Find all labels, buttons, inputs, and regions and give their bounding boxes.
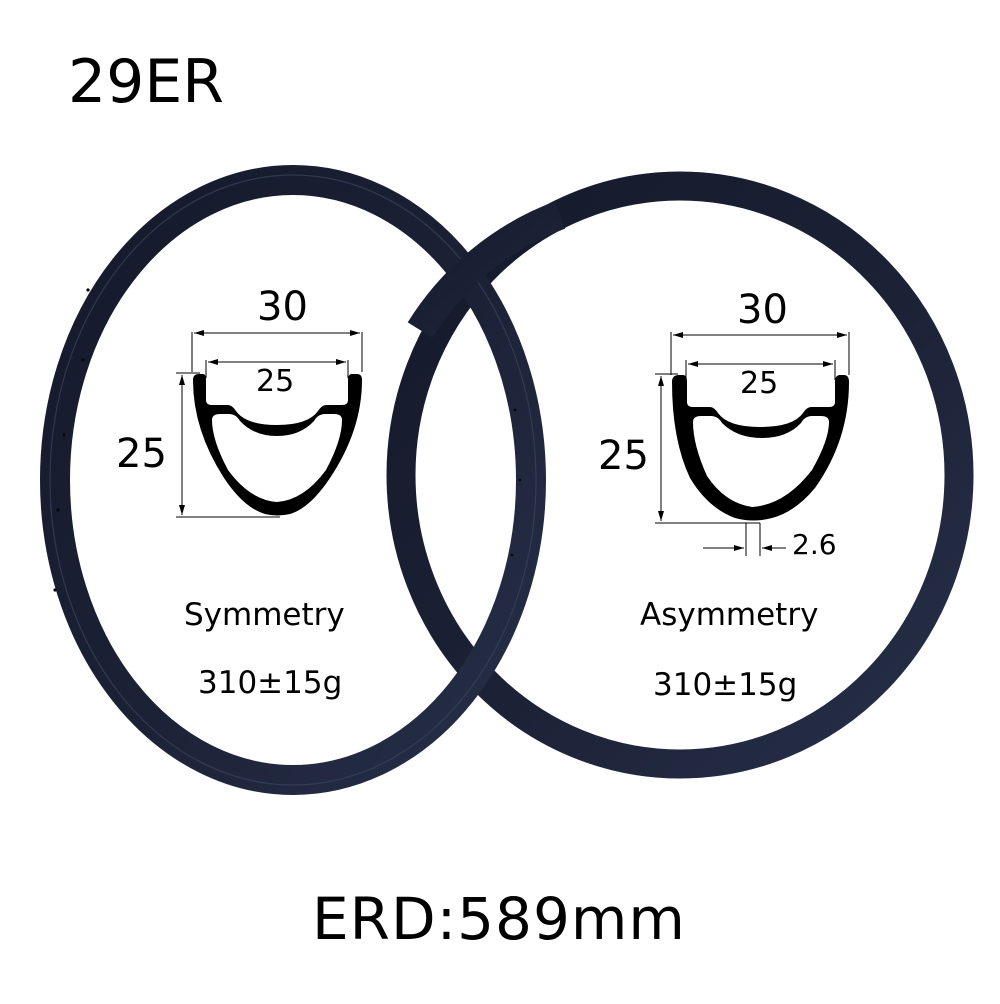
asymmetry-label: Asymmetry: [640, 597, 819, 633]
right-rim-icon: [386, 171, 974, 779]
page-title: 29ER: [68, 47, 224, 117]
right-inner-width-label: 25: [740, 366, 779, 401]
symmetry-label: Symmetry: [184, 597, 345, 633]
erd-label: ERD:589mm: [312, 885, 686, 953]
right-height-label: 25: [598, 433, 649, 479]
right-weight-label: 310±15g: [653, 667, 798, 703]
right-rim-overlap: [407, 201, 566, 338]
symmetry-profile-diagram: [176, 330, 363, 518]
left-inner-width-label: 25: [256, 364, 295, 399]
left-rim-icon: [40, 165, 546, 795]
right-outer-width-label: 30: [737, 287, 788, 333]
left-height-label: 25: [116, 431, 167, 477]
offset-label: 2.6: [792, 528, 837, 561]
left-weight-label: 310±15g: [198, 665, 343, 701]
asymmetry-profile-diagram: [655, 332, 850, 556]
left-outer-width-label: 30: [257, 284, 308, 330]
